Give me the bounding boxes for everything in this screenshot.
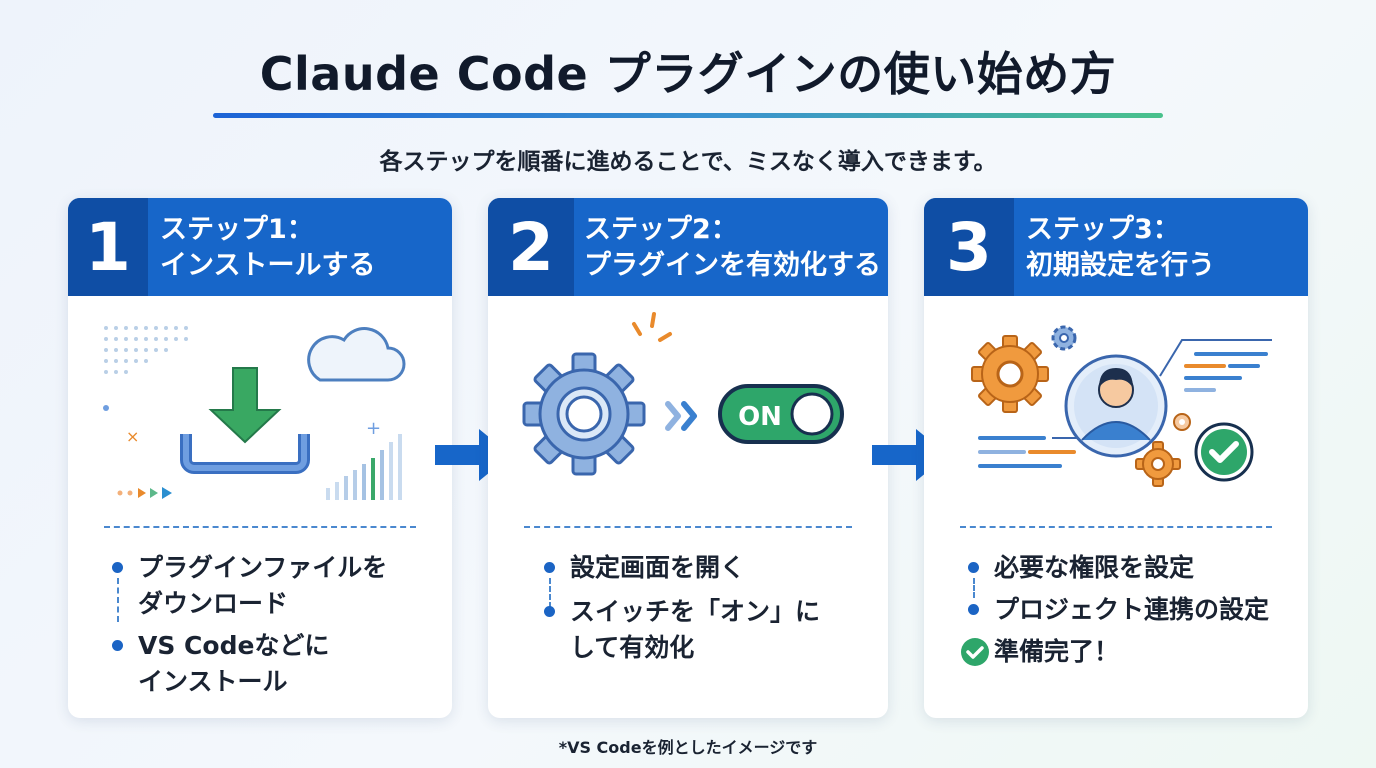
step-3-bullet-1: 必要な権限を設定 <box>960 550 1292 586</box>
user-settings-icon <box>971 325 1272 487</box>
bullet-line: プロジェクト連携の設定 <box>994 595 1270 624</box>
toggle-on-label: ON <box>738 402 782 432</box>
title-underline <box>213 113 1163 118</box>
bullet-line: スイッチを「オン」に <box>570 597 821 626</box>
step-divider-3 <box>960 526 1272 528</box>
step-1-bullet-2: VS Codeなどに インストール <box>104 628 436 700</box>
bullet-dot-icon <box>544 562 555 573</box>
bullet-line: インストール <box>138 667 288 696</box>
svg-text:×: × <box>126 427 139 446</box>
step-title-3-line2: 初期設定を行う <box>1026 250 1215 281</box>
bullet-dot-icon <box>544 606 555 617</box>
svg-text:+: + <box>366 418 381 439</box>
step-3-bullet-2: プロジェクト連携の設定 <box>960 592 1292 628</box>
step-divider-1 <box>104 526 416 528</box>
step-card-2: 2 ステップ2： プラグインを有効化する <box>488 198 888 718</box>
page-title: Claude Code プラグインの使い始め方 <box>259 47 1117 101</box>
step-card-3: 3 ステップ3： 初期設定を行う <box>924 198 1308 718</box>
bullet-line: して有効化 <box>570 633 695 662</box>
bullet-connector <box>549 578 551 608</box>
bullet-dot-icon <box>968 604 979 615</box>
gear-toggle-icon: ON <box>522 312 844 476</box>
step-title-2: ステップ2： プラグインを有効化する <box>584 212 882 284</box>
final-label: 準備完了！ <box>994 637 1120 666</box>
bullet-line: VS Codeなどに <box>138 631 330 660</box>
step-title-2-line2: プラグインを有効化する <box>584 250 881 281</box>
step-title-3: ステップ3： 初期設定を行う <box>1026 212 1302 284</box>
step-title-3-line1: ステップ3： <box>1026 214 1180 245</box>
step-1-bullet-1: プラグインファイルを ダウンロード <box>104 550 436 622</box>
step-title-1: ステップ1： インストールする <box>160 212 446 284</box>
footnote: *VS Codeを例としたイメージです <box>558 738 818 757</box>
step-number-1: 1 <box>68 198 148 296</box>
bullet-dot-icon <box>112 562 123 573</box>
step-title-1-line1: ステップ1： <box>160 214 314 245</box>
bullet-dot-icon <box>112 640 123 651</box>
bullet-dot-icon <box>968 562 979 573</box>
page-subtitle: 各ステップを順番に進めることで、ミスなく導入できます。 <box>379 149 997 175</box>
step-title-2-line1: ステップ2： <box>584 214 738 245</box>
step-divider-2 <box>524 526 852 528</box>
check-circle-icon <box>961 638 989 666</box>
bullet-line: 設定画面を開く <box>570 553 746 582</box>
step-title-1-line2: インストールする <box>160 250 376 281</box>
step-3-final: 準備完了！ <box>960 634 1292 670</box>
bullet-connector <box>973 578 975 598</box>
bullet-connector <box>117 578 119 622</box>
step-number-2: 2 <box>488 198 574 296</box>
bullet-line: プラグインファイルを <box>138 553 388 582</box>
step-number-3: 3 <box>924 198 1014 296</box>
bullet-line: ダウンロード <box>138 589 289 618</box>
step-2-bullet-1: 設定画面を開く <box>536 550 872 586</box>
step-bullets-2: 設定画面を開く スイッチを「オン」に して有効化 <box>536 550 872 672</box>
bullet-line: 必要な権限を設定 <box>994 553 1195 582</box>
download-icon: × + <box>103 326 406 500</box>
step-bullets-1: プラグインファイルを ダウンロード VS Codeなどに インストール <box>104 550 436 706</box>
step-2-bullet-2: スイッチを「オン」に して有効化 <box>536 594 872 666</box>
step-card-1: 1 ステップ1： インストールする × + <box>68 198 452 718</box>
step-bullets-3: 必要な権限を設定 プロジェクト連携の設定 準備完了！ <box>960 550 1292 676</box>
